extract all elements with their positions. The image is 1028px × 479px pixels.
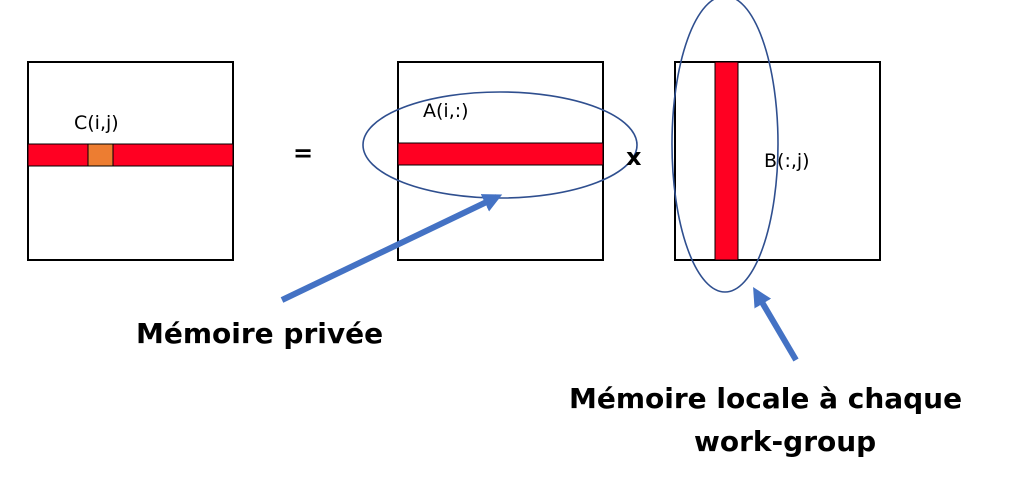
private-memory-caption: Mémoire privée: [136, 317, 383, 350]
times-operator: x: [626, 143, 642, 171]
matrix-c-cell: [87, 143, 114, 167]
arrow-up-left-icon: [753, 287, 799, 362]
matrix-b-box: [674, 61, 881, 261]
matrix-a-label: A(i,:): [423, 100, 469, 122]
matrix-b-column: [714, 61, 739, 261]
matrix-a: A(i,:): [362, 61, 638, 261]
local-memory-ellipse: [671, 0, 779, 293]
matrix-c-row: [27, 143, 234, 167]
matrix-b: B(:,j): [671, 0, 881, 293]
matrix-b-label: B(:,j): [764, 150, 810, 172]
arrow-up-right-icon: [280, 194, 503, 303]
matrix-a-row: [397, 142, 604, 166]
matrix-c-label: C(i,j): [74, 112, 119, 134]
equals-operator: =: [293, 139, 313, 167]
local-memory-caption-line1: Mémoire locale à chaque: [569, 382, 962, 415]
local-memory-caption-line2: work-group: [694, 425, 876, 458]
matrix-c: C(i,j): [27, 61, 234, 261]
